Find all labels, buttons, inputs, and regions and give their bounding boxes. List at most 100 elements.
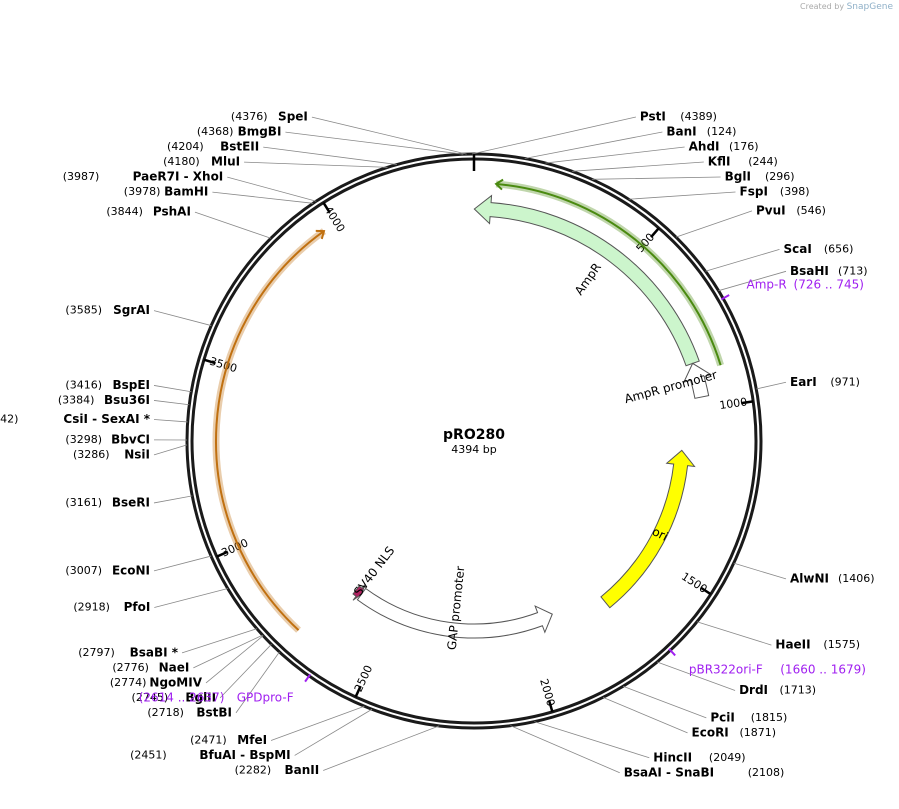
site-position-ahdi: (176)	[729, 140, 759, 153]
site-mfei: MfeI	[237, 733, 267, 747]
site-mlui: MluI	[211, 155, 240, 169]
tick-3000	[216, 550, 229, 558]
site-leader-bstbi	[235, 651, 280, 714]
primer-range-pbr322ori-f: (1660 .. 1679)	[780, 662, 866, 676]
site-nsii: NsiI	[124, 447, 150, 461]
site-position-bgli: (296)	[765, 170, 795, 183]
site-spei: SpeI	[278, 110, 308, 124]
site-position-mfei: (2471)	[190, 733, 227, 746]
site-leader-pshai	[194, 211, 271, 239]
site-leader-scai	[705, 249, 780, 272]
feature-ori-label: ori	[650, 524, 670, 544]
site-leader-nsii	[153, 444, 188, 456]
site-bsaai-snabi: BsaAI - SnaBI	[624, 765, 714, 779]
site-alwni: AlwNI	[790, 571, 829, 585]
feature-sv40-nls	[352, 584, 366, 601]
site-position-pfoi: (2918)	[73, 601, 110, 614]
feature-ori	[600, 449, 696, 609]
feature-orange-orf-head	[315, 229, 326, 240]
site-position-pcii: (1815)	[751, 711, 788, 724]
tick-label-1000: 1000	[719, 395, 749, 412]
site-leader-alwni	[733, 562, 787, 580]
site-leader-pcii	[622, 685, 707, 719]
feature-sv40-nls-label: SV40 NLS	[351, 544, 397, 599]
primer-mark-gpdpro-f	[304, 673, 312, 683]
site-leader-bspei	[153, 385, 192, 393]
site-position-bsteii: (4204)	[167, 140, 204, 153]
site-position-paer7i-xhoi: (3987)	[63, 170, 100, 183]
site-ngomiv: NgoMIV	[149, 675, 202, 689]
primer-gpdpro-f: GPDpro-F	[237, 691, 294, 705]
snapgene-credit: Created by SnapGene	[800, 2, 893, 12]
site-leader-bgli	[591, 176, 721, 180]
site-position-scai: (656)	[824, 242, 854, 255]
site-leader-bsu36i	[153, 400, 190, 406]
site-leader-spei	[311, 116, 467, 155]
site-leader-paer7i-xhoi	[227, 176, 317, 202]
site-position-eari: (971)	[830, 375, 860, 388]
tick-2500	[354, 685, 362, 698]
feature-orange-orf-glow	[212, 228, 327, 633]
site-position-bsahi: (713)	[838, 264, 868, 277]
plasmid-length: 4394 bp	[451, 443, 496, 456]
site-leader-ecori	[602, 697, 688, 734]
site-leader-bfuai-bspmi	[294, 708, 373, 756]
site-position-bamhi: (3978)	[124, 185, 161, 198]
site-leader-csii-sexai	[153, 419, 188, 423]
site-bsahi: BsaHI	[790, 264, 829, 278]
site-position-banii: (2282)	[235, 763, 272, 776]
site-bfuai-bspmi: BfuAI - BspMI	[199, 748, 290, 762]
site-naei: NaeI	[159, 660, 190, 674]
feature-gap-promoter	[356, 587, 553, 639]
feature-ampr-label: AmpR	[572, 260, 604, 297]
site-leader-fspi	[628, 191, 736, 200]
site-position-bspei: (3416)	[65, 378, 102, 391]
site-leader-pfoi	[154, 588, 228, 608]
site-leader-naei	[193, 634, 263, 669]
site-banii: BanII	[284, 763, 319, 777]
tick-500	[650, 227, 660, 238]
site-leader-sgrai	[153, 310, 212, 326]
site-leader-econi	[153, 555, 212, 572]
site-position-bmgbi: (4368)	[197, 125, 234, 138]
site-leader-drdi	[657, 661, 736, 691]
site-position-nsii: (3286)	[73, 448, 110, 461]
site-position-naei: (2776)	[112, 661, 149, 674]
site-position-mlui: (4180)	[163, 155, 200, 168]
site-leader-bseri	[153, 495, 193, 504]
site-haeii: HaeII	[775, 638, 810, 652]
site-position-bsabi: (2797)	[78, 646, 115, 659]
site-leader-mfei	[270, 705, 365, 741]
site-position-kfli: (244)	[748, 155, 778, 168]
site-leader-pvui	[675, 210, 753, 238]
feature-ampr	[473, 194, 700, 367]
feature-green-orf	[496, 182, 722, 366]
site-bsu36i: Bsu36I	[104, 393, 150, 407]
site-position-haeii: (1575)	[823, 638, 860, 651]
site-sgrai: SgrAI	[113, 303, 150, 317]
site-econi: EcoNI	[112, 563, 150, 577]
site-position-bsaai-snabi: (2108)	[748, 766, 785, 779]
site-position-pshai: (3844)	[106, 205, 143, 218]
feature-green-orf-head	[494, 178, 504, 191]
primer-mark-pbr322ori-f	[668, 648, 676, 657]
site-scai: ScaI	[783, 242, 811, 256]
site-leader-psti	[471, 116, 636, 155]
site-leader-bsahi	[718, 270, 787, 292]
site-leader-bani	[524, 131, 663, 159]
tick-1500	[700, 586, 712, 596]
primer-mark-amp-r	[720, 294, 730, 301]
site-leader-bamhi	[212, 191, 314, 204]
site-fspi: FspI	[740, 185, 768, 199]
site-ahdi: AhdI	[689, 140, 720, 154]
site-hincii: HincII	[653, 750, 692, 764]
site-ecori: EcoRI	[692, 725, 729, 739]
site-paer7i-xhoi: PaeR7I - XhoI	[133, 170, 224, 184]
site-position-alwni: (1406)	[838, 572, 875, 585]
site-eari: EarI	[790, 375, 817, 389]
site-leader-ahdi	[545, 146, 685, 164]
tick-label-1500: 1500	[679, 570, 710, 596]
site-position-sgrai: (3585)	[65, 304, 102, 317]
site-bbvci: BbvCI	[111, 432, 150, 446]
